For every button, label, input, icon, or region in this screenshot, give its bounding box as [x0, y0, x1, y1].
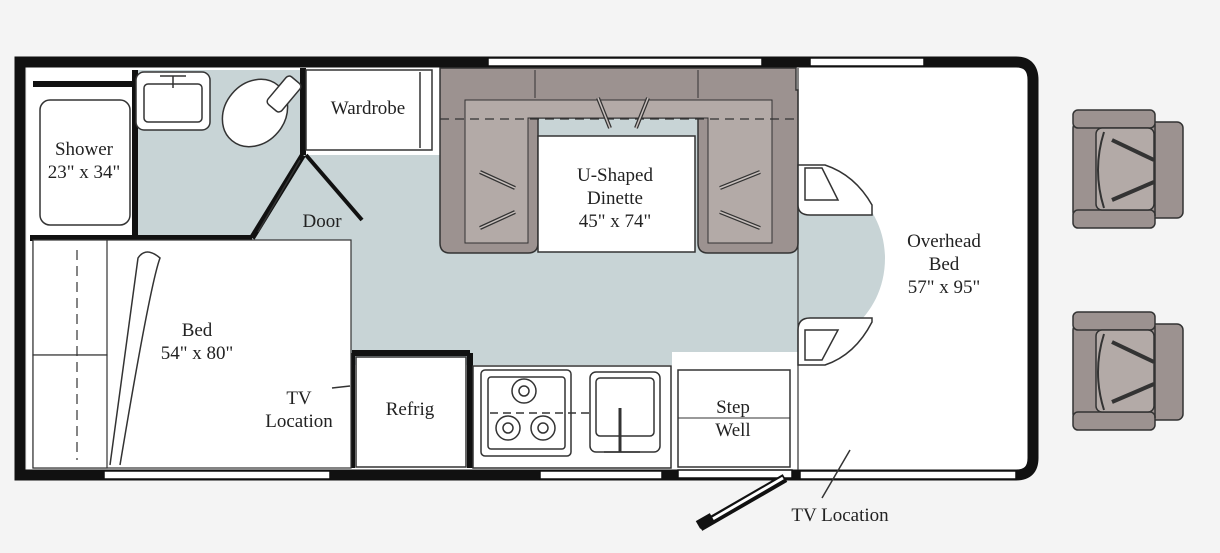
bed-label: Bed 54" x 80" [160, 320, 234, 364]
shower-pan [39, 99, 131, 226]
entry-door-icon [677, 469, 793, 531]
tv-rear-label: TV Location [265, 388, 333, 432]
outer-wall [14, 56, 1039, 481]
wardrobe-label: Wardrobe [330, 98, 406, 119]
refrig-box [355, 356, 467, 468]
refrig-label: Refrig [385, 399, 435, 420]
toilet-icon [221, 75, 302, 148]
door-label: Door [302, 211, 342, 232]
rear-bed [32, 239, 352, 469]
tv-front-pointer [821, 449, 851, 499]
bath-door-thin [257, 159, 301, 233]
tv-front-label: TV Location [791, 505, 889, 526]
bath-door-swing [304, 153, 364, 222]
cab-chair-top [1072, 109, 1184, 229]
windows [103, 57, 1017, 480]
wardrobe-box [305, 69, 433, 151]
stove-icon [480, 369, 590, 457]
dinette-seating [439, 67, 799, 254]
shower-label: Shower 23" x 34" [47, 139, 121, 183]
cab-seat-edges [797, 164, 873, 366]
tv-rear-pointer [331, 385, 351, 389]
bath-sink-icon [135, 71, 211, 131]
kitchen-sink-icon [589, 371, 661, 453]
step-well-label: Step Well [715, 397, 751, 441]
cab-chair-bottom [1072, 311, 1184, 431]
overhead-bed-label: Overhead Bed 57" x 95" [907, 231, 981, 298]
dinette-table [537, 135, 696, 253]
dinette-label: U-Shaped Dinette 45" x 74" [577, 165, 653, 232]
